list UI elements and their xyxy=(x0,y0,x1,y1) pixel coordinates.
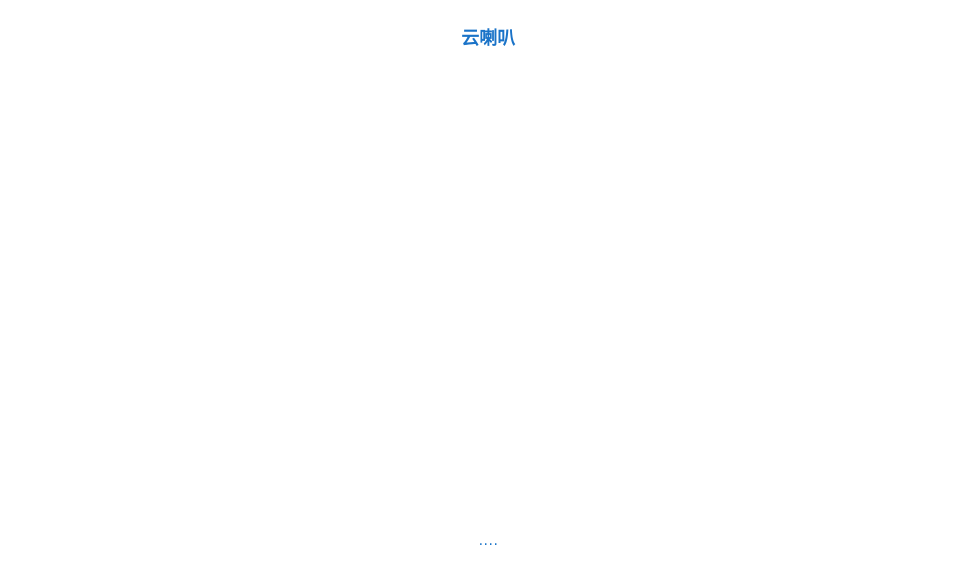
loading-indicator: .... xyxy=(478,533,499,549)
app-title: 云喇叭 xyxy=(461,28,516,49)
